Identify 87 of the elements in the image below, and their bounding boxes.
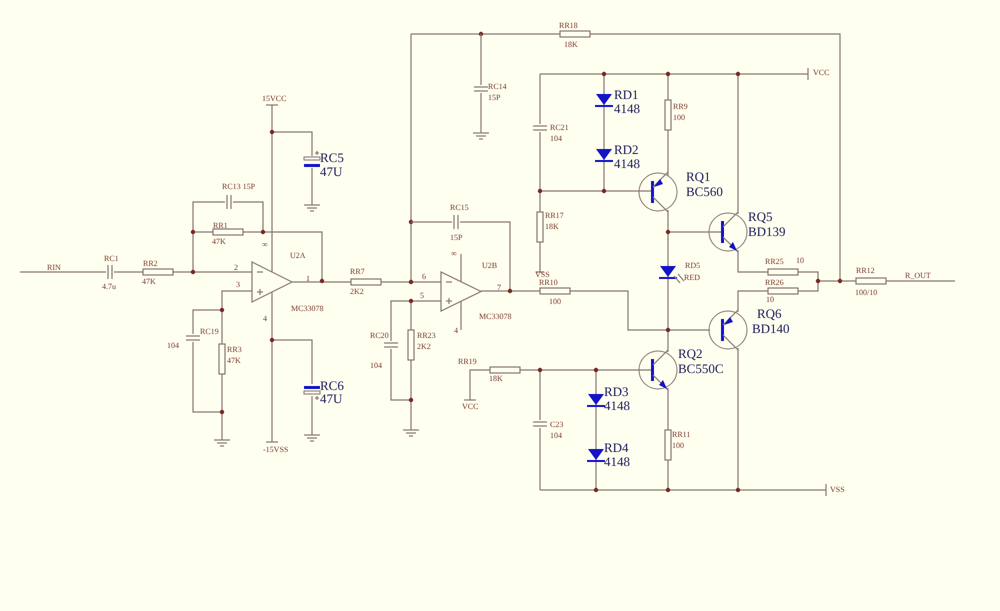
- component-designator: RD2: [614, 143, 639, 156]
- component-designator: RC5: [320, 151, 344, 164]
- component-value: 4.7u: [102, 283, 116, 291]
- component-designator: RR23: [417, 332, 436, 340]
- component-designator: U2A: [290, 252, 306, 260]
- component-value: 18K: [545, 223, 559, 231]
- component-value: 4148: [604, 399, 630, 412]
- component-designator: RR12: [856, 267, 875, 275]
- net-label: VCC: [813, 69, 830, 77]
- component-value: 47K: [227, 357, 241, 365]
- component-value: BD139: [748, 225, 786, 238]
- component-value: 104: [550, 432, 562, 440]
- component-value: 4148: [604, 455, 630, 468]
- component-value: 47U: [320, 392, 342, 405]
- part-number: MC33078: [291, 305, 324, 313]
- component-value: 10: [766, 296, 774, 304]
- component-value: 4148: [614, 157, 640, 170]
- component-value: BC550C: [678, 362, 724, 375]
- part-number: MC33078: [479, 313, 512, 321]
- component-designator: RQ6: [757, 307, 782, 320]
- net-label: RIN: [47, 264, 61, 272]
- component-designator: RD4: [604, 441, 629, 454]
- component-designator: RR25: [765, 258, 784, 266]
- pin-number: 7: [497, 284, 501, 292]
- component-designator: RC21: [550, 124, 569, 132]
- component-designator: RC14: [488, 83, 507, 91]
- component-designator: RD1: [614, 88, 639, 101]
- component-designator: RR18: [559, 22, 578, 30]
- component-value: 10: [796, 257, 804, 265]
- pin-number: 2: [234, 264, 238, 272]
- pin-number: 4: [263, 315, 267, 323]
- net-label: -15VSS: [263, 446, 288, 454]
- component-value: BD140: [752, 322, 790, 335]
- component-value: 18K: [564, 41, 578, 49]
- component-designator: RD3: [604, 385, 629, 398]
- component-designator: RR11: [672, 431, 690, 439]
- component-designator: C23: [550, 421, 564, 429]
- pin-number: 4: [454, 327, 458, 335]
- component-value: 2K2: [350, 288, 364, 296]
- component-value: 47U: [320, 165, 342, 178]
- component-designator: RR3: [227, 346, 242, 354]
- component-value: 15P: [450, 234, 462, 242]
- component-value: 4148: [614, 102, 640, 115]
- component-designator: RC6: [320, 379, 344, 392]
- component-value: RED: [684, 274, 700, 282]
- component-value: 100: [672, 442, 684, 450]
- component-value: 100: [673, 114, 685, 122]
- net-label: R_OUT: [905, 272, 931, 280]
- component-designator: RQ2: [678, 347, 703, 360]
- pin-number: ∞: [451, 250, 457, 258]
- component-designator: RC20: [370, 332, 389, 340]
- component-designator: RR2: [143, 260, 158, 268]
- component-designator: RC15: [450, 204, 469, 212]
- component-designator: RC1: [104, 255, 119, 263]
- net-label: VSS: [830, 486, 845, 494]
- pin-number: 1: [306, 275, 310, 283]
- net-label: VSS: [535, 271, 550, 279]
- component-designator: RD5: [685, 262, 700, 270]
- component-value: 47K: [212, 238, 226, 246]
- net-label: 15VCC: [262, 95, 286, 103]
- pin-number: 5: [420, 292, 424, 300]
- component-designator: RR1: [213, 222, 228, 230]
- component-designator: RQ5: [748, 210, 773, 223]
- component-designator: RC19: [200, 328, 219, 336]
- component-value: 15P: [488, 94, 500, 102]
- pin-number: 3: [236, 281, 240, 289]
- component-designator: RR10: [539, 279, 558, 287]
- net-label: VCC: [462, 403, 478, 411]
- component-designator: RR19: [458, 358, 477, 366]
- component-designator: U2B: [482, 262, 498, 270]
- pin-number: 6: [422, 273, 426, 281]
- component-value: 2K2: [417, 343, 431, 351]
- component-designator: RR26: [765, 279, 784, 287]
- component-value: 18K: [489, 375, 503, 383]
- component-value: 100: [549, 298, 561, 306]
- component-designator: RR9: [673, 103, 688, 111]
- component-designator: RC13 15P: [222, 183, 256, 191]
- component-value: 100/10: [855, 289, 878, 297]
- component-value: 104: [550, 135, 562, 143]
- component-value: BC560: [686, 185, 723, 198]
- component-designator: RQ1: [686, 170, 711, 183]
- component-value: 47K: [142, 278, 156, 286]
- component-designator: RR17: [545, 212, 564, 220]
- pin-number: ∞: [262, 241, 268, 249]
- component-value: 104: [370, 362, 382, 370]
- component-value: 104: [167, 342, 179, 350]
- component-designator: RR7: [350, 268, 365, 276]
